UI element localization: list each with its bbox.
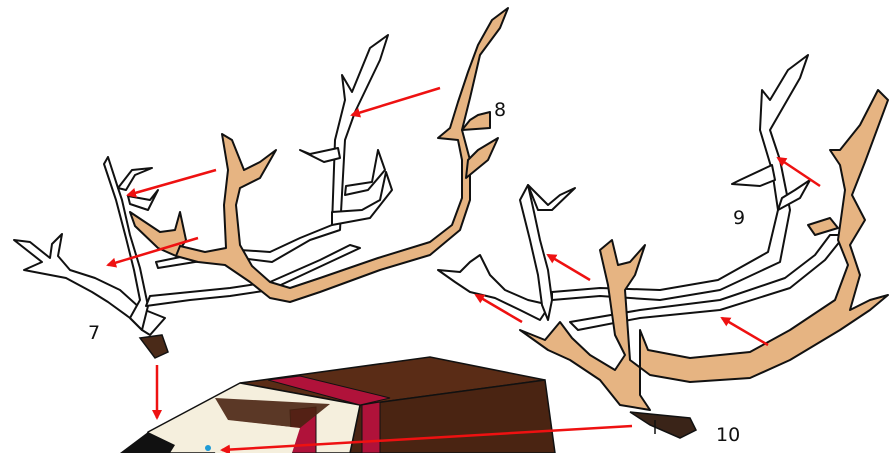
red-arrow-icon — [128, 170, 216, 195]
red-arrow-icon — [548, 255, 590, 280]
head-strap-side — [362, 402, 380, 453]
part-label-9: 9 — [733, 207, 745, 229]
antler-10-base — [630, 412, 696, 438]
antler-7-white — [14, 35, 392, 335]
antler-7-base — [140, 335, 168, 358]
reindeer-head — [120, 357, 555, 453]
eye-marker — [205, 445, 211, 451]
red-arrow-icon — [722, 318, 768, 345]
antler-9-white — [438, 55, 845, 330]
part-label-7: 7 — [88, 322, 100, 344]
part-label-10: 10 — [716, 424, 740, 446]
part-label-8: 8 — [494, 99, 506, 121]
